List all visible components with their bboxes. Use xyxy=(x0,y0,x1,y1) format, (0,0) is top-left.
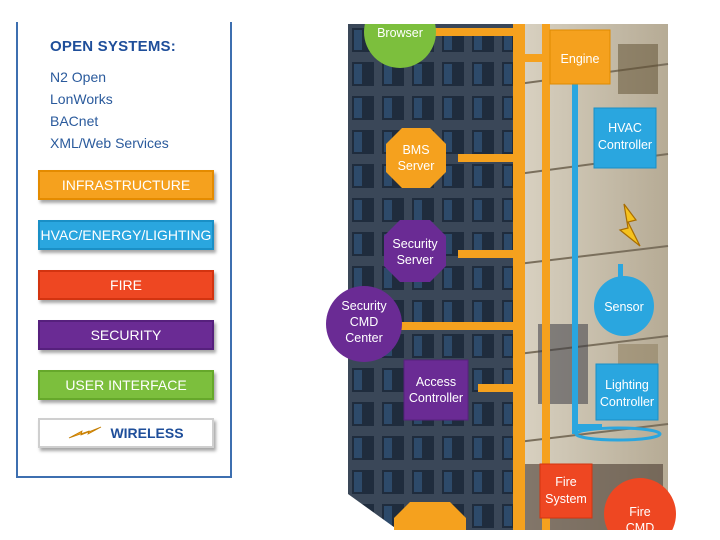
lightning-bolt-icon xyxy=(69,426,102,439)
node-fire-cmd: Fire CMD xyxy=(604,478,676,530)
open-system-item: XML/Web Services xyxy=(50,135,169,151)
wireless-bolt-icon xyxy=(618,203,641,247)
open-systems-list: N2 Open LonWorks BACnet XML/Web Services xyxy=(50,66,169,154)
legend-title: OPEN SYSTEMS: xyxy=(50,38,176,55)
legend-infrastructure: INFRASTRUCTURE xyxy=(38,170,214,200)
node-lighting-controller-line1: Lighting xyxy=(605,378,649,392)
legend-fire: FIRE xyxy=(38,270,214,300)
node-hvac-controller: HVAC Controller xyxy=(593,107,657,169)
node-browser: Browser xyxy=(364,24,436,68)
legend-security: SECURITY xyxy=(38,320,214,350)
legend-user-interface: USER INTERFACE xyxy=(38,370,214,400)
node-fire-system-line1: Fire xyxy=(555,475,577,489)
building-interior xyxy=(518,24,668,530)
open-system-item: BACnet xyxy=(50,113,99,129)
node-access-controller-line2: Controller xyxy=(409,391,463,405)
node-bms-server-line2: Server xyxy=(398,159,435,173)
node-security-server: Security Server xyxy=(384,220,446,282)
legend-panel: OPEN SYSTEMS: N2 Open LonWorks BACnet XM… xyxy=(16,22,232,478)
legend-wireless-label: WIRELESS xyxy=(110,425,184,441)
room-shadow xyxy=(618,44,658,94)
node-fire-cmd-line1: Fire xyxy=(629,505,651,519)
node-fire-system: Fire System xyxy=(539,463,593,519)
open-system-item: LonWorks xyxy=(50,91,113,107)
node-hvac-controller-line2: Controller xyxy=(598,138,652,152)
node-security-cmd-center: Security CMD Center xyxy=(326,286,402,362)
node-fire-system-line2: System xyxy=(545,492,587,506)
node-security-server-line2: Server xyxy=(397,253,434,267)
node-engine: Engine xyxy=(549,29,611,85)
node-access-controller: Access Controller xyxy=(403,359,469,421)
node-cropped-octagon xyxy=(394,502,466,530)
node-sensor-label: Sensor xyxy=(604,300,644,314)
node-lighting-controller: Lighting Controller xyxy=(595,363,659,421)
node-security-server-line1: Security xyxy=(392,237,438,251)
open-system-item: N2 Open xyxy=(50,69,107,85)
node-security-cmd-center-line1: Security xyxy=(341,299,387,313)
node-engine-label: Engine xyxy=(561,52,600,66)
node-bms-server-line1: BMS xyxy=(402,143,429,157)
node-fire-cmd-line2: CMD xyxy=(626,521,654,530)
infrastructure-lines xyxy=(398,24,553,530)
node-security-cmd-center-line2: CMD xyxy=(350,315,378,329)
node-lighting-controller-line2: Controller xyxy=(600,395,654,409)
node-security-cmd-center-line3: Center xyxy=(345,331,383,345)
legend-wireless: WIRELESS xyxy=(38,418,214,448)
node-hvac-controller-line1: HVAC xyxy=(608,121,642,135)
node-sensor: Sensor xyxy=(594,276,654,336)
building-diagram: Browser Engine HVAC Controller BMS Serve… xyxy=(318,24,698,530)
building-diagram-svg: Browser Engine HVAC Controller BMS Serve… xyxy=(326,24,676,530)
node-access-controller-line1: Access xyxy=(416,375,456,389)
legend-hvac-energy-lighting: HVAC/ENERGY/LIGHTING xyxy=(38,220,214,250)
node-browser-label: Browser xyxy=(377,26,423,40)
node-bms-server: BMS Server xyxy=(386,128,446,188)
hvac-loop xyxy=(574,426,662,442)
